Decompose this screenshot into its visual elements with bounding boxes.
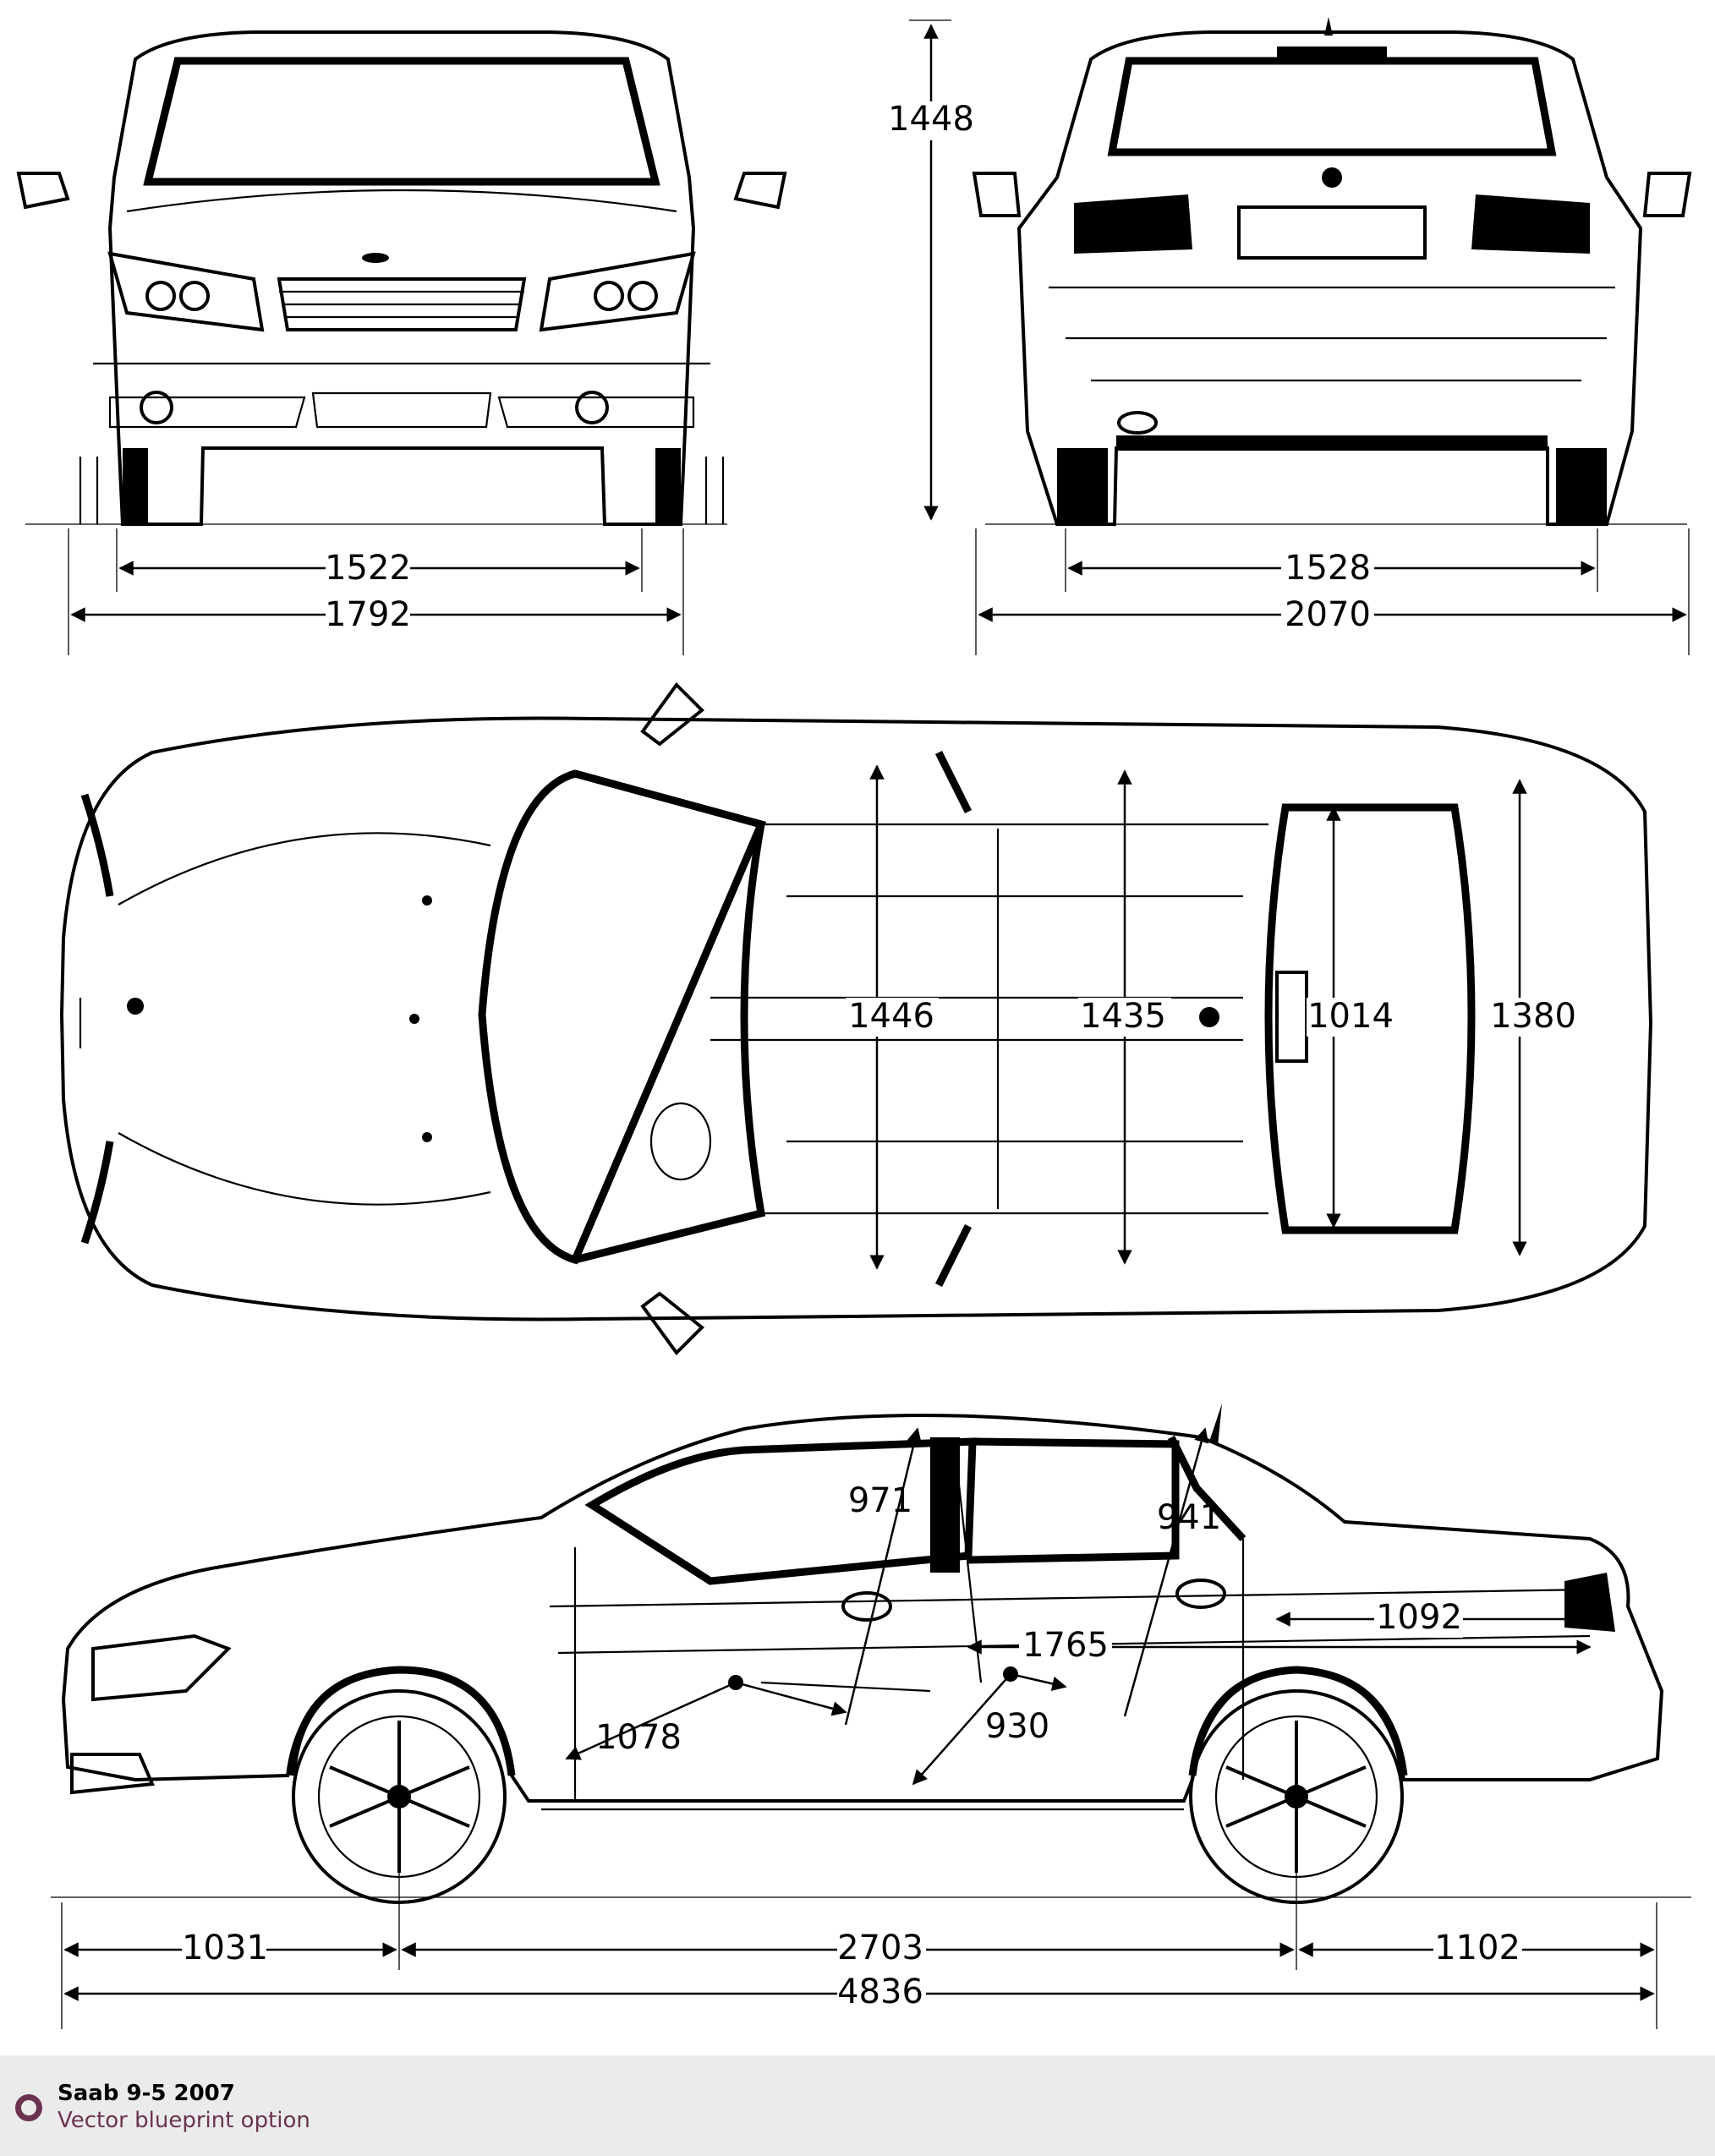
trunk-width-label: 1380 (1490, 997, 1576, 1036)
front-legroom-label: 1078 (595, 1718, 682, 1757)
rear-view: 1528 2070 (972, 17, 1692, 655)
top-view: 1446 1435 1014 1380 (59, 681, 1653, 1356)
rear-elbow-width-label: 1435 (1080, 997, 1166, 1036)
rear-width-label: 2070 (1285, 595, 1371, 634)
overall-length-label: 4836 (837, 1973, 923, 2011)
height-dimension: 1448 (888, 19, 977, 521)
height-label: 1448 (888, 100, 974, 139)
rear-overhang-label: 1102 (1434, 1929, 1520, 1967)
blueprint-subtitle: Vector blueprint option (58, 2108, 310, 2133)
front-overhang-label: 1031 (182, 1929, 268, 1967)
footer-bar: Saab 9-5 2007 Vector blueprint option (0, 2055, 1715, 2156)
rear-track-label: 1528 (1285, 549, 1371, 588)
front-elbow-width-label: 1446 (848, 997, 934, 1036)
interior-length-label: 1765 (1022, 1626, 1109, 1665)
logo-ring-icon (15, 2094, 42, 2121)
front-width-label: 1792 (325, 595, 411, 634)
rear-headroom-label: 941 (1157, 1498, 1221, 1537)
trunk-length-label: 1092 (1376, 1598, 1462, 1637)
front-track-label: 1522 (325, 549, 411, 588)
blueprint-title: Saab 9-5 2007 (58, 2081, 235, 2106)
blueprint-drawing: 1522 1792 1448 1528 2070 (16, 17, 1692, 2029)
side-view: 971 941 1092 1765 930 1078 1031 2703 110… (51, 1404, 1691, 2029)
front-view: 1522 1792 (16, 30, 787, 655)
trunk-opening-width-label: 1014 (1307, 997, 1394, 1036)
wheelbase-label: 2703 (837, 1929, 923, 1967)
front-headroom-label: 971 (848, 1481, 912, 1520)
rear-legroom-label: 930 (985, 1707, 1049, 1746)
